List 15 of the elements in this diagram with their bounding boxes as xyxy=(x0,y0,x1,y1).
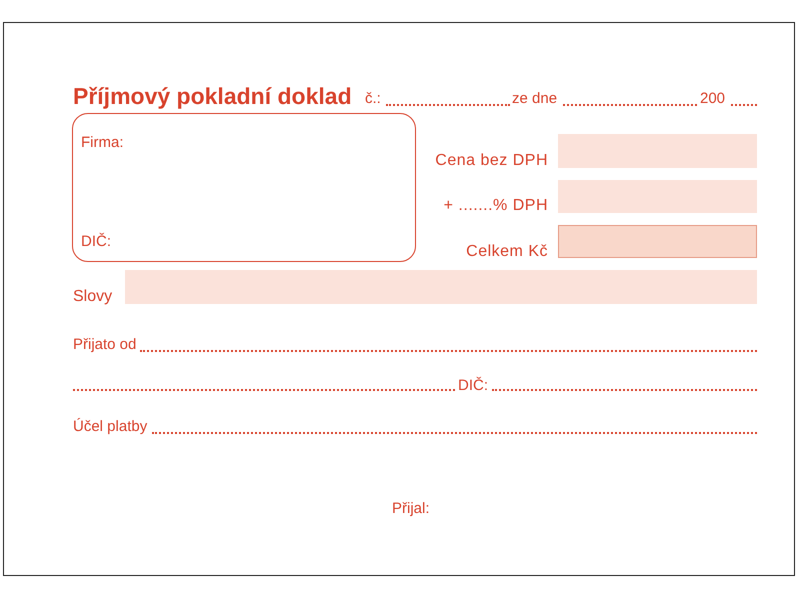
field-label: 200 xyxy=(700,90,726,108)
field-label: ze dne xyxy=(512,90,558,108)
field-label: Účel platby xyxy=(73,418,148,436)
form-title: Příjmový pokladní doklad xyxy=(73,82,352,110)
field-label: DIČ: xyxy=(458,377,488,395)
field-label: Přijal: xyxy=(392,500,430,518)
field-label: Slovy xyxy=(73,288,112,306)
field-label: Přijato od xyxy=(73,336,136,354)
field-label: Firma: xyxy=(81,134,124,152)
field-label: Celkem Kč xyxy=(466,243,548,261)
field-label: DIČ: xyxy=(81,233,111,251)
field-label: + .......% DPH xyxy=(444,197,548,215)
field-label: č.: xyxy=(365,90,381,108)
rounded-box xyxy=(72,113,416,262)
field-label: Cena bez DPH xyxy=(435,152,548,170)
